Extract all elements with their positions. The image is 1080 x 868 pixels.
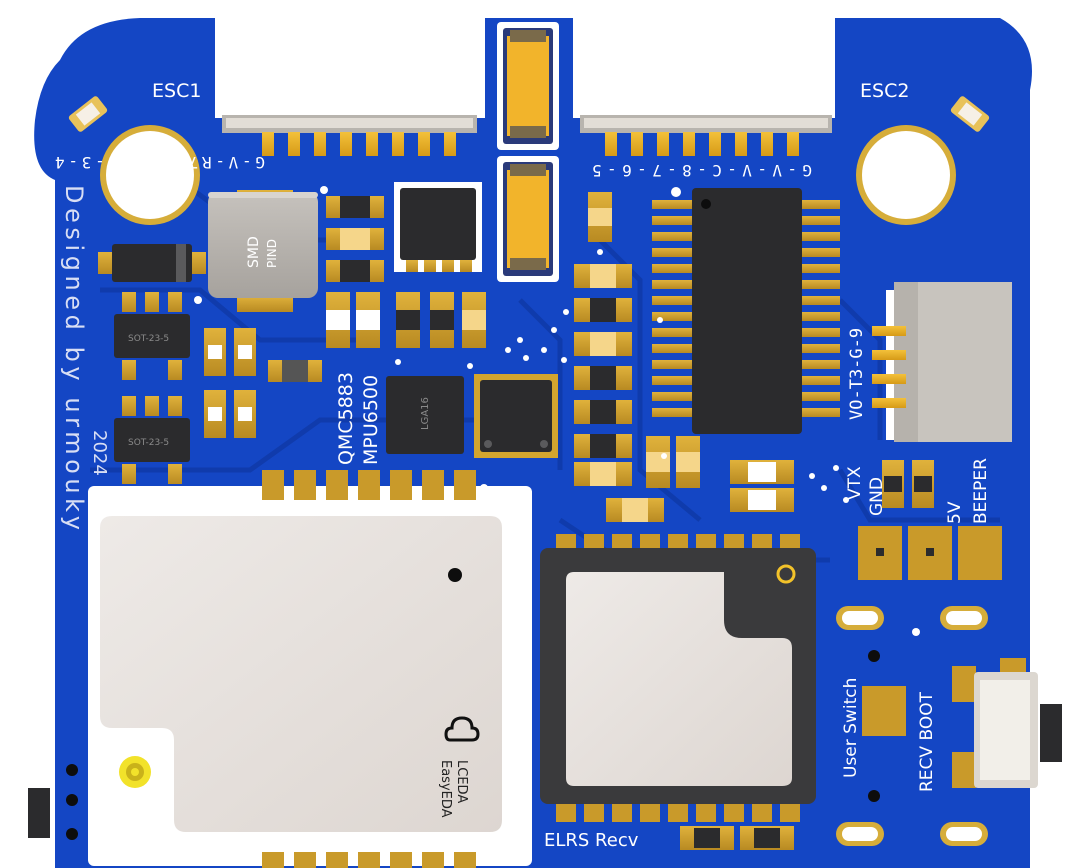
easyeda-label: EasyEDA — [438, 760, 453, 818]
passives-right — [882, 460, 934, 508]
inductor-text-2: PIND — [265, 239, 279, 268]
fuse-top — [497, 22, 559, 150]
lceda-label: LCEDA — [454, 760, 469, 803]
recv-boot-label: RECV BOOT — [917, 691, 937, 792]
mosfet — [394, 182, 482, 272]
corner-led-right — [950, 96, 990, 132]
imu-label: MPU6500 — [360, 375, 382, 465]
vtx-connector — [872, 282, 1012, 442]
beeper-pad-label: BEEPER — [971, 458, 991, 524]
lga16-label: LGA16 — [420, 397, 431, 430]
slide-switch[interactable] — [952, 658, 1062, 788]
elrs-label: ELRS Recv — [544, 830, 639, 851]
esc1-label: ESC1 — [152, 80, 201, 102]
smd-inductor: SMD PIND — [208, 190, 318, 312]
regulator-1-text: SOT-23-5 — [128, 334, 169, 344]
esc2-pin-label: G-V-V-C-8-7-6-5 — [592, 161, 812, 180]
fuse-bottom — [497, 156, 559, 282]
passives-bottom — [680, 826, 794, 850]
regulator-2: SOT-23-5 — [114, 396, 190, 484]
esc1-connector — [222, 115, 477, 156]
wifi-module: LCEDA EasyEDA — [88, 486, 532, 866]
lga16-chip: LGA16 — [386, 376, 464, 454]
esc2-label: ESC2 — [860, 80, 909, 102]
left-edge-parts — [28, 650, 880, 840]
imu-chip — [474, 374, 558, 458]
lceda-cloud-icon — [444, 716, 480, 742]
designer-credit: Designed by urmouky — [60, 185, 88, 530]
module-pins-top — [262, 470, 476, 868]
vtx-pad-label: VTX — [845, 466, 865, 500]
mcu-chip — [652, 188, 840, 434]
five-v-pad-label: 5V — [945, 501, 965, 524]
passives-mcu — [574, 192, 700, 522]
inductor-text-1: SMD — [246, 236, 262, 268]
regulator-2-text: SOT-23-5 — [128, 438, 169, 448]
solder-pads — [858, 526, 1002, 580]
passives-left — [204, 328, 322, 438]
designer-year: 2024 — [89, 430, 110, 476]
vias — [194, 186, 920, 636]
status-leds — [730, 460, 794, 512]
passives-top — [326, 196, 486, 348]
magnetometer-label: QMC5883 — [335, 372, 357, 465]
vtx-pin-label: VO-T3-G-9 — [847, 328, 867, 420]
corner-led-left — [68, 96, 108, 132]
regulator-1: SOT-23-5 — [114, 292, 190, 380]
slot-holes — [836, 606, 988, 846]
esc2-connector — [580, 115, 832, 156]
user-switch-pad[interactable] — [862, 686, 906, 736]
diode — [98, 244, 206, 282]
elrs-module — [540, 534, 816, 822]
user-switch-label: User Switch — [841, 678, 861, 778]
